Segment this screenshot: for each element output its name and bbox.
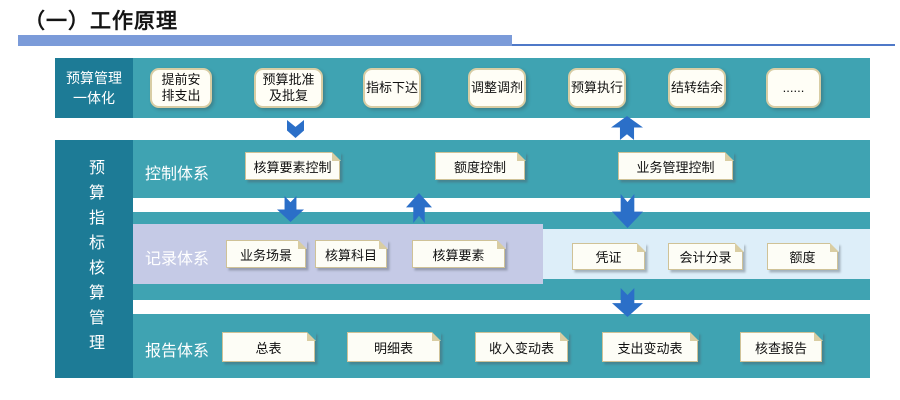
record-box-journal-entry: 会计分录	[668, 242, 744, 270]
record-left-panel: 业务场景 核算科目 核算要素	[133, 224, 543, 284]
arrow-down-icon	[277, 196, 304, 222]
arrow-down-icon	[287, 120, 304, 138]
arrow-up-icon	[406, 193, 432, 223]
record-box-voucher: 凭证	[572, 242, 646, 270]
record-box-accounting-subject: 核算科目	[315, 239, 388, 268]
stage-box-more: ......	[766, 68, 821, 108]
page-title: （一）工作原理	[24, 10, 178, 33]
stage-box-adjustment: 调整调剂	[468, 68, 526, 108]
report-system-label: 报告体系	[145, 343, 210, 360]
stage-box-execution: 预算执行	[568, 68, 626, 108]
integration-band-label: 预算管理 一体化	[55, 58, 133, 118]
systems-area: 控制体系 核算要素控制 额度控制 业务管理控制 业务场景 核算科目 核算要素 凭…	[133, 140, 870, 378]
record-box-accounting-element: 核算要素	[412, 239, 506, 268]
report-box-expense-change: 支出变动表	[602, 331, 699, 362]
report-box-income-change: 收入变动表	[475, 331, 569, 362]
arrow-down-icon	[612, 194, 643, 228]
control-system-label: 控制体系	[145, 166, 210, 183]
control-box-quota: 额度控制	[435, 151, 526, 180]
record-box-quota: 额度	[767, 242, 839, 270]
stage-box-index-issue: 指标下达	[363, 68, 421, 108]
divider-stripe	[133, 198, 870, 212]
control-box-accounting-element: 核算要素控制	[245, 151, 341, 180]
control-box-business-mgmt: 业务管理控制	[618, 151, 734, 180]
report-box-detail-table: 明细表	[347, 331, 441, 362]
side-vertical-label: 预算指标核算管理	[55, 140, 133, 378]
record-box-business-scene: 业务场景	[226, 239, 307, 268]
stage-box-budget-approval: 预算批准 及批复	[254, 68, 323, 108]
budget-index-accounting-block: 预算指标核算管理 控制体系 核算要素控制 额度控制 业务管理控制 业务场景 核算…	[55, 140, 870, 378]
title-underline-bar	[18, 35, 512, 46]
arrow-up-icon	[611, 116, 643, 140]
arrow-down-icon	[612, 288, 643, 317]
record-system-label: 记录体系	[145, 251, 210, 268]
stage-box-carryover: 结转结余	[668, 68, 726, 108]
integration-band: 预算管理 一体化 提前安 排支出 预算批准 及批复 指标下达 调整调剂 预算执行…	[55, 58, 870, 118]
report-box-summary-table: 总表	[222, 331, 316, 362]
stage-box-advance-spend: 提前安 排支出	[150, 68, 212, 108]
divider-stripe	[133, 300, 870, 314]
record-right-panel: 凭证 会计分录 额度	[543, 229, 870, 279]
report-box-check-report: 核查报告	[740, 331, 823, 362]
